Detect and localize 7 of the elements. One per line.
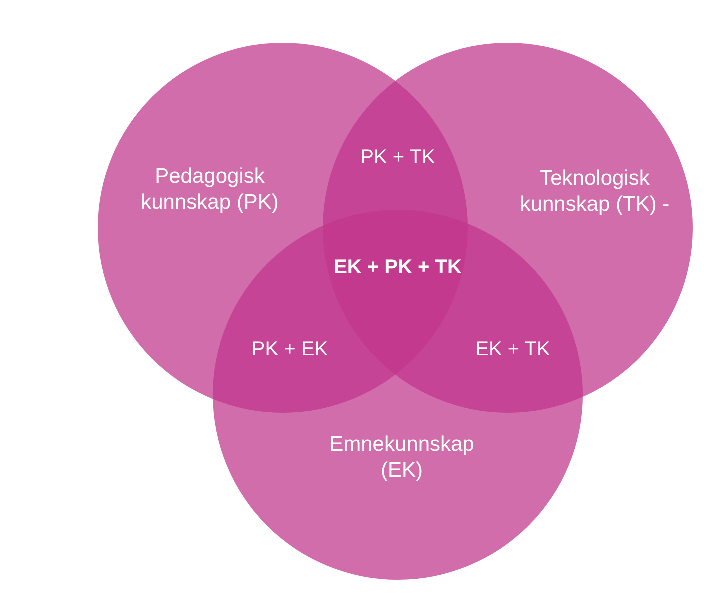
intersection-label: PK + TK — [360, 146, 436, 170]
intersection-label: PK + EK — [252, 338, 328, 362]
intersection-label: EK + PK + TK — [334, 256, 462, 280]
intersection-label: EK + TK — [476, 338, 550, 362]
circle-label: Teknologisk kunnskap (TK) - — [519, 166, 671, 218]
circle-label: Pedagogisk kunnskap (PK) — [140, 164, 280, 216]
circle-label: Emnekunnskap (EK) — [328, 432, 476, 484]
